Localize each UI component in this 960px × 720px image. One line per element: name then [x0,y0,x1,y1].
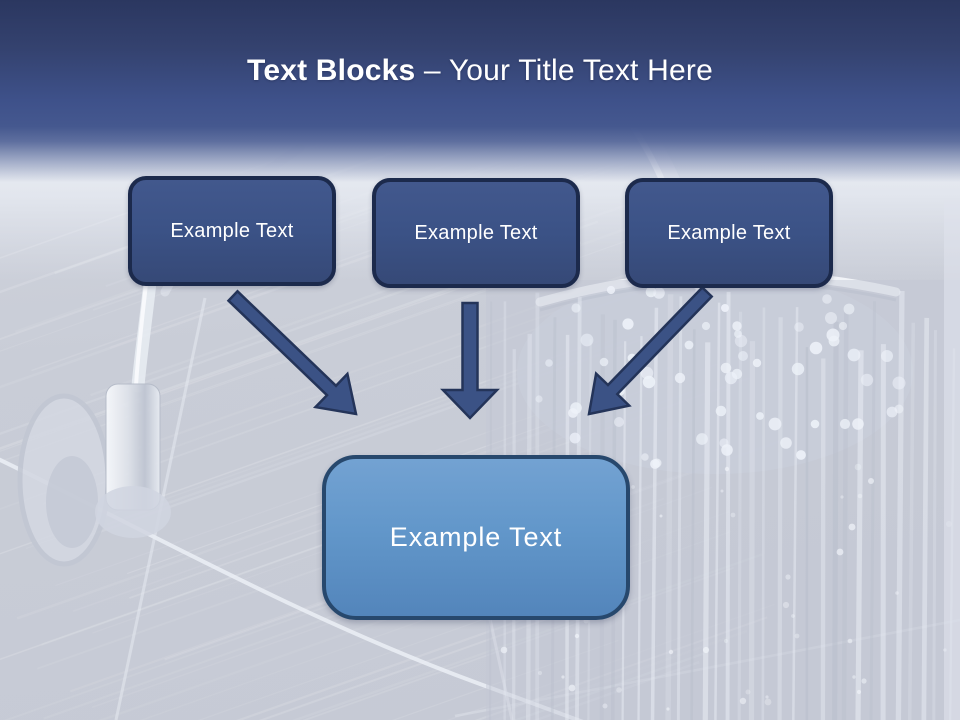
slide-title-regular: Your Title Text Here [448,54,713,87]
slide-title-bold: Text Blocks [247,54,416,87]
connector-arrow-2 [440,301,500,420]
slide-title-separator: – [415,54,449,87]
text-block-target: Example Text [322,455,630,620]
text-block-source-2: Example Text [372,178,580,288]
title-header-band: Text Blocks – Your Title Text Here [0,0,960,186]
slide-title: Text Blocks – Your Title Text Here [0,51,960,91]
connector-arrow-1 [226,289,358,416]
text-block-source-3: Example Text [625,178,833,288]
wall-fixture [17,143,305,567]
connector-arrow-3 [587,285,714,416]
text-block-source-1: Example Text [128,176,336,286]
